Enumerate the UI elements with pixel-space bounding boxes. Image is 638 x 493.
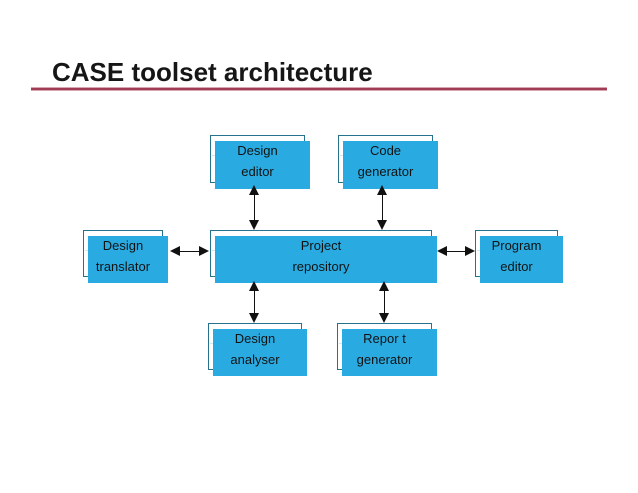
node-code-generator: Code generator [338, 135, 433, 183]
node-report-generator: Repor t generator [337, 323, 432, 370]
arrow-code-generator-repository [377, 185, 388, 230]
arrow-design-translator-repository [170, 246, 209, 257]
node-label: analyser [230, 352, 280, 367]
node-label: Project [300, 238, 342, 253]
faint-baseline-rule [340, 155, 431, 156]
node-label: generator [356, 352, 413, 367]
faint-baseline-rule [212, 155, 303, 156]
node-design-translator: Design translator [83, 230, 163, 277]
arrow-repository-program-editor [437, 246, 475, 257]
node-design-analyser: Design analyser [208, 323, 302, 370]
node-label: generator [357, 164, 414, 179]
node-project-repository: Project repository [210, 230, 432, 277]
arrow-shaft [441, 250, 471, 253]
arrowhead-right-icon [465, 246, 475, 256]
arrow-shaft [253, 285, 256, 319]
title-underline-rule [31, 88, 607, 90]
arrow-shaft [253, 189, 256, 226]
arrowhead-down-icon [377, 220, 387, 230]
page-title: CASE toolset architecture [52, 57, 373, 87]
arrowhead-down-icon [379, 313, 389, 323]
arrow-shaft [381, 189, 384, 226]
node-label: editor [500, 259, 533, 274]
arrow-repository-design-analyser [249, 281, 260, 323]
faint-baseline-rule [339, 343, 430, 344]
arrow-shaft [174, 250, 205, 253]
arrow-repository-report-generator [379, 281, 390, 323]
faint-baseline-rule [210, 343, 300, 344]
arrowhead-down-icon [249, 313, 259, 323]
node-label: Design [234, 331, 276, 346]
node-label: repository [292, 259, 350, 274]
arrowhead-right-icon [199, 246, 209, 256]
faint-baseline-rule [85, 250, 161, 251]
node-label: translator [95, 259, 151, 274]
node-label: Code [369, 143, 402, 158]
node-label: Program [491, 238, 542, 253]
node-design-editor: Design editor [210, 135, 305, 183]
node-program-editor: Program editor [475, 230, 558, 277]
node-label: Repor t [363, 331, 406, 346]
arrow-shaft [383, 285, 386, 319]
node-label: Design [237, 143, 278, 158]
node-label: Design [102, 238, 144, 253]
arrowhead-down-icon [249, 220, 259, 230]
arrow-design-editor-repository [249, 185, 260, 230]
faint-baseline-rule [477, 250, 556, 251]
faint-baseline-rule [212, 250, 430, 251]
node-label: editor [241, 164, 274, 179]
